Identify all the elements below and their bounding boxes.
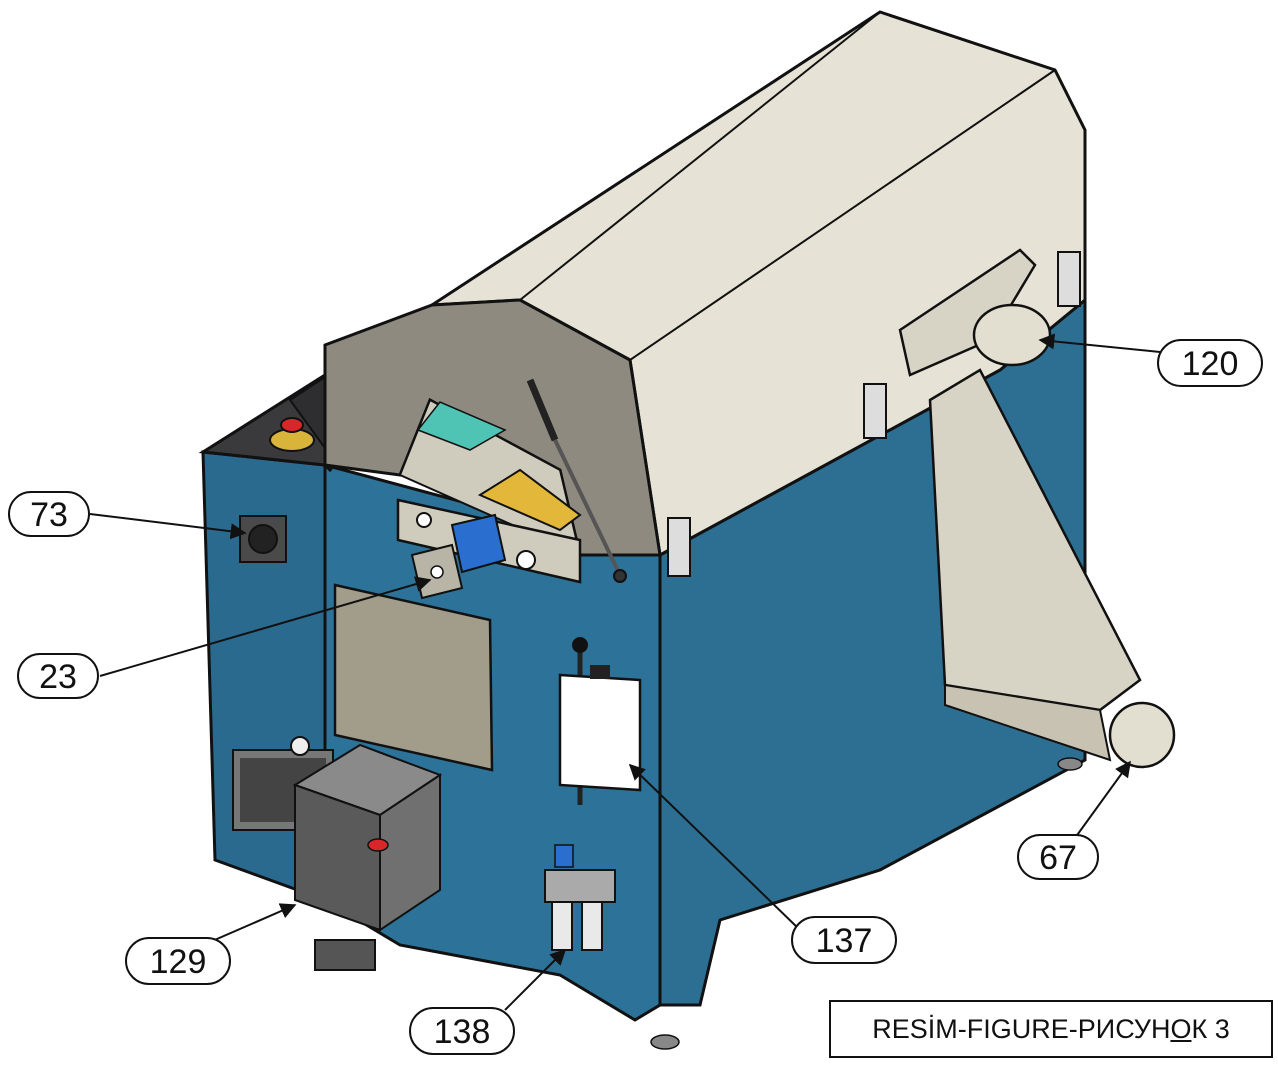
- leader-23: [99, 576, 432, 677]
- callout-67: 67: [1017, 834, 1099, 880]
- figure-caption-underlined: О: [1170, 1013, 1192, 1044]
- leader-73: [89, 513, 247, 540]
- figure-caption-prefix: RESİM-FIGURE-РИСУН: [872, 1013, 1171, 1044]
- electrical-box: [232, 736, 443, 971]
- callout-73-label: 73: [30, 496, 68, 534]
- emergency-stop-button: [269, 417, 315, 452]
- callout-67-label: 67: [1039, 839, 1077, 877]
- figure-caption-suffix: К 3: [1191, 1013, 1230, 1044]
- access-panel: [333, 583, 494, 772]
- waste-chute: [928, 368, 1176, 771]
- callout-137: 137: [791, 916, 897, 964]
- gas-spring: [526, 378, 627, 583]
- callout-120-label: 120: [1182, 345, 1239, 383]
- callout-73: 73: [8, 491, 90, 537]
- feet: [650, 1034, 680, 1050]
- callout-138: 138: [409, 1007, 515, 1055]
- callout-23-label: 23: [39, 658, 77, 696]
- callout-129-label: 129: [150, 943, 207, 981]
- leader-67: [1074, 760, 1131, 839]
- main-switch: [239, 515, 287, 563]
- callout-120: 120: [1157, 339, 1263, 387]
- air-filter-regulator: [544, 844, 616, 951]
- end-plate: [323, 298, 662, 557]
- leader-137: [628, 763, 801, 931]
- upper-dust-outlet: [898, 248, 1052, 377]
- leader-138: [504, 948, 567, 1011]
- callout-129: 129: [125, 937, 231, 985]
- hinges: [667, 251, 1081, 577]
- lubrication-unit: [558, 637, 642, 805]
- leader-120: [1038, 333, 1161, 353]
- callout-23: 23: [17, 653, 99, 699]
- callout-138-label: 138: [434, 1013, 491, 1051]
- callout-137-label: 137: [816, 922, 873, 960]
- leader-lines: [89, 333, 1161, 1011]
- leader-129: [209, 903, 297, 943]
